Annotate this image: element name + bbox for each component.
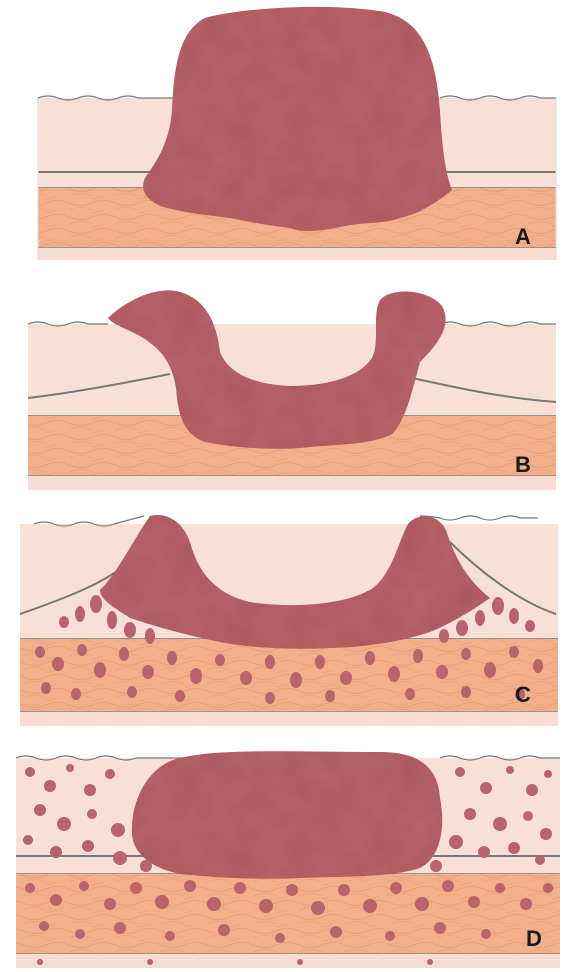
panel-label-c: C: [515, 682, 531, 708]
panel-b: B: [0, 262, 567, 502]
polypoid-tumor: [143, 7, 452, 231]
panel-a-diagram: [0, 0, 567, 262]
panel-d-diagram: [0, 728, 567, 972]
serosa-layer: [28, 476, 556, 490]
serosa-layer: [20, 712, 558, 726]
serosa-layer: [16, 954, 560, 968]
serosa-layer: [38, 248, 556, 260]
panel-c-diagram: [0, 502, 567, 728]
panel-label-d: D: [526, 926, 542, 952]
panel-d: D: [0, 728, 567, 972]
panel-a: A: [0, 0, 567, 262]
panel-label-a: A: [515, 224, 531, 250]
panel-c: C: [0, 502, 567, 728]
panel-b-diagram: [0, 262, 567, 502]
panel-label-b: B: [515, 452, 531, 478]
diffuse-infiltrative-tumor: [132, 751, 442, 879]
